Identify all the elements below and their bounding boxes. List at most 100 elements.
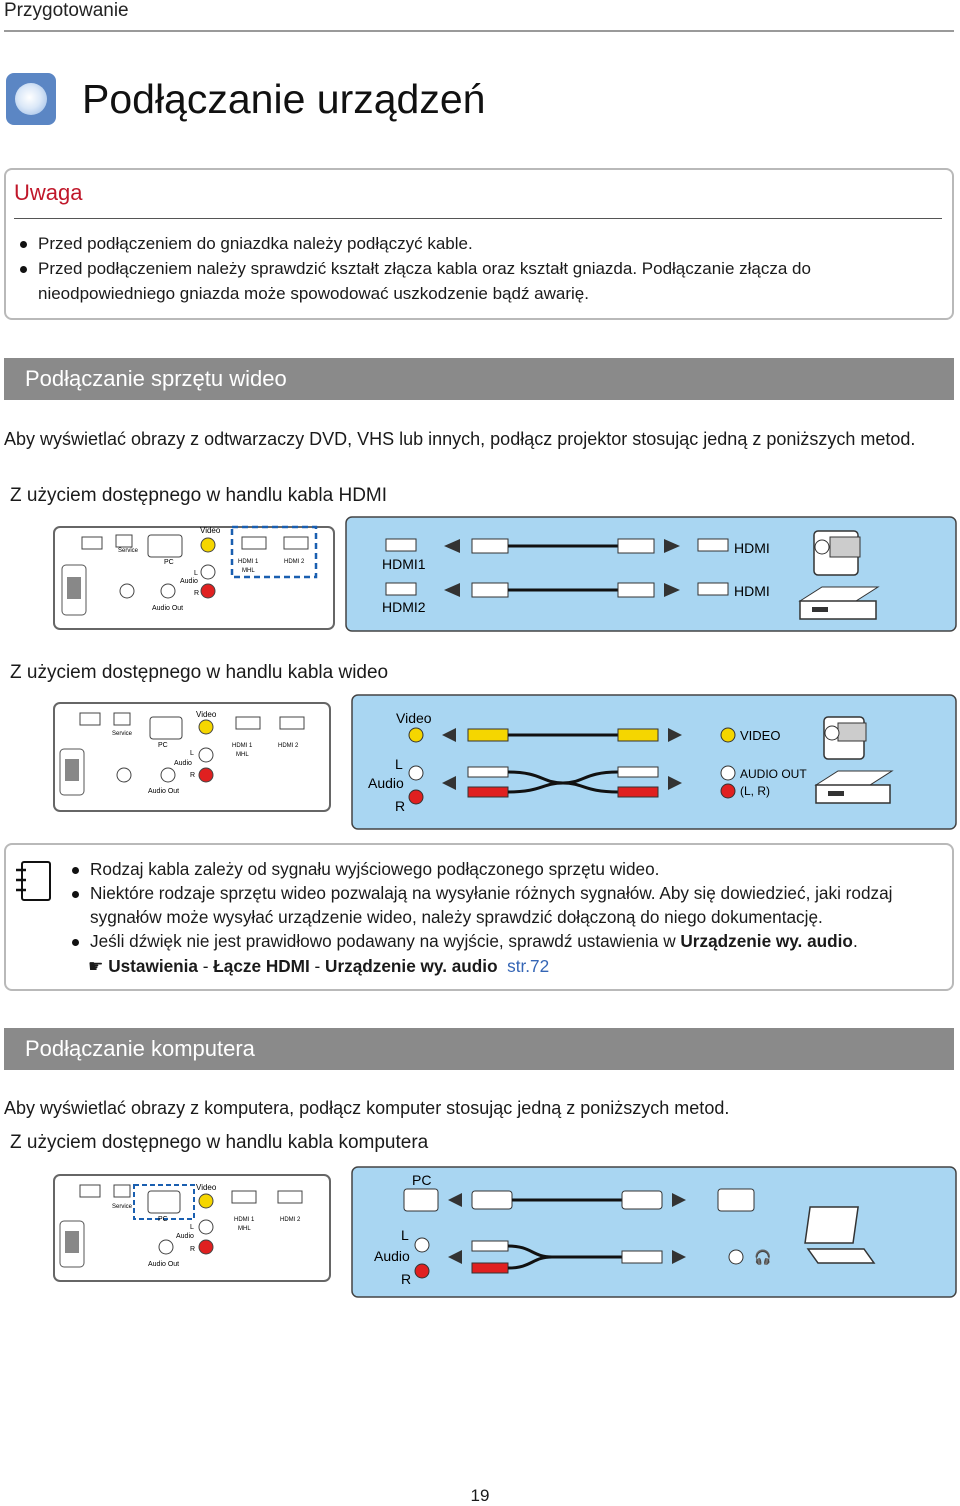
ref-separator: -: [198, 956, 214, 976]
computer-caption: Z użyciem dostępnego w handlu kabla komp…: [10, 1132, 429, 1153]
composite-cable: [442, 728, 682, 742]
panel-mhl-label: MHL: [238, 1226, 251, 1232]
panel-hdmi1-label: HDMI 1: [232, 743, 253, 749]
dvd-player-icon: [814, 770, 894, 804]
header-rule: [4, 30, 954, 32]
warning-divider: [14, 218, 942, 219]
projector-panel: [53, 525, 335, 630]
device-video-label: VIDEO: [740, 728, 780, 743]
pc-port-label: PC: [412, 1172, 431, 1188]
dvd-player-icon: [798, 586, 880, 620]
ref-hdmi-link: Łącze HDMI: [213, 956, 310, 976]
device-audio-out-label: AUDIO OUT: [740, 767, 807, 781]
headphone-icon: 🎧: [754, 1249, 771, 1266]
memo-item: Niektóre rodzaje sprzętu wideo pozwalają…: [66, 881, 946, 929]
hdmi-connection-diagram: Service PC Video L Audio R Audio Out HDM…: [53, 516, 957, 632]
panel-mhl-label: MHL: [236, 752, 249, 758]
warning-item: Przed podłączeniem do gniazdka należy po…: [14, 231, 914, 256]
panel-audio-out-label: Audio Out: [148, 1261, 179, 1268]
panel-hdmi1-label: HDMI 1: [234, 1217, 255, 1223]
device-lr-label: (L, R): [740, 784, 770, 798]
warning-box: [4, 168, 954, 320]
ref-settings: Ustawienia: [108, 956, 198, 976]
r-port-label: R: [395, 798, 405, 814]
hdmi-port2-label: HDMI2: [382, 599, 426, 615]
memo-item-end: .: [852, 931, 858, 951]
panel-service-label: Service: [118, 548, 139, 554]
video-section-heading: Podłączanie sprzętu wideo: [4, 358, 954, 400]
l-port-label: L: [401, 1227, 409, 1243]
warning-item: Przed podłączeniem należy sprawdzić kszt…: [14, 256, 914, 306]
page-title: Podłączanie urządzeń: [82, 76, 486, 122]
panel-r-label: R: [194, 590, 199, 597]
video-cable-caption: Z użyciem dostępnego w handlu kabla wide…: [10, 662, 389, 683]
panel-pc-label: PC: [158, 742, 168, 749]
panel-l-label: L: [194, 570, 198, 577]
memo-list: Rodzaj kabla zależy od sygnału wyjściowe…: [66, 857, 946, 953]
audio-cable: 🎧: [448, 1240, 771, 1274]
ref-separator: -: [309, 956, 326, 976]
device2-hdmi-label: HDMI: [734, 583, 770, 599]
ref-audio-device: Urządzenie wy. audio: [325, 956, 498, 976]
panel-r-label: R: [190, 772, 195, 779]
panel-pc-label: PC: [158, 1216, 168, 1223]
panel-hdmi2-label: HDMI 2: [284, 559, 305, 565]
memo-item: Rodzaj kabla zależy od sygnału wyjściowe…: [66, 857, 946, 881]
pointing-hand-icon: ☛: [88, 956, 104, 976]
video-port-label: Video: [396, 710, 432, 726]
panel-hdmi1-label: HDMI 1: [238, 559, 259, 565]
panel-pc-label: PC: [164, 559, 174, 566]
camcorder-icon: [813, 530, 861, 576]
panel-audio-out-label: Audio Out: [152, 605, 183, 612]
page-reference-link[interactable]: str.72: [507, 956, 550, 976]
panel-hdmi2-label: HDMI 2: [278, 743, 299, 749]
panel-r-label: R: [190, 1246, 195, 1253]
computer-section-heading: Podłączanie komputera: [4, 1028, 954, 1070]
panel-hdmi2-label: HDMI 2: [280, 1217, 301, 1223]
title-bullet-icon: [6, 73, 56, 125]
audio-cable: [442, 766, 682, 798]
hdmi-cable-2: [385, 582, 729, 598]
computer-intro: Aby wyświetlać obrazy z komputera, podłą…: [4, 1098, 730, 1118]
memo-notebook-icon: [16, 861, 51, 901]
panel-video-label: Video: [200, 526, 221, 535]
cable-panel: [351, 1166, 957, 1298]
audio-port-label: Audio: [368, 775, 404, 791]
computer-connection-diagram: Service PC Video L Audio R Audio Out HDM…: [53, 1166, 957, 1298]
l-port-label: L: [395, 756, 403, 772]
r-port-label: R: [401, 1271, 411, 1287]
panel-l-label: L: [190, 1224, 194, 1231]
projector-panel: [53, 1174, 331, 1282]
panel-video-label: Video: [196, 710, 217, 719]
panel-l-label: L: [190, 750, 194, 757]
panel-video-label: Video: [196, 1183, 217, 1192]
memo-item-text: Jeśli dźwięk nie jest prawidłowo podawan…: [90, 931, 681, 951]
device1-hdmi-label: HDMI: [734, 540, 770, 556]
page-number: 19: [470, 1486, 490, 1505]
video-connection-diagram: Service PC Video L Audio R Audio Out HDM…: [53, 694, 957, 830]
laptop-icon: [804, 1206, 876, 1264]
section-label: Przygotowanie: [4, 0, 129, 21]
vga-cable: [448, 1188, 755, 1212]
memo-item: Jeśli dźwięk nie jest prawidłowo podawan…: [66, 929, 946, 953]
panel-mhl-label: MHL: [242, 568, 255, 574]
video-intro: Aby wyświetlać obrazy z odtwarzaczy DVD,…: [4, 429, 916, 449]
panel-service-label: Service: [112, 1204, 133, 1210]
hdmi-cable-1: [385, 538, 729, 554]
panel-audio-out-label: Audio Out: [148, 788, 179, 795]
panel-audio-label: Audio: [174, 760, 192, 767]
panel-audio-label: Audio: [176, 1233, 194, 1240]
hdmi-caption: Z użyciem dostępnego w handlu kabla HDMI: [10, 485, 388, 506]
hdmi-port1-label: HDMI1: [382, 556, 426, 572]
projector-panel: [53, 702, 331, 812]
memo-reference: ☛ Ustawienia - Łącze HDMI - Urządzenie w…: [88, 954, 549, 978]
audio-port-label: Audio: [374, 1248, 410, 1264]
memo-box: [4, 843, 954, 991]
panel-service-label: Service: [112, 731, 133, 737]
warning-title: Uwaga: [14, 180, 83, 205]
panel-audio-label: Audio: [180, 578, 198, 585]
warning-list: Przed podłączeniem do gniazdka należy po…: [14, 231, 914, 306]
memo-item-bold: Urządzenie wy. audio: [680, 931, 853, 951]
cable-panel: [351, 694, 957, 830]
camcorder-icon: [823, 716, 867, 760]
